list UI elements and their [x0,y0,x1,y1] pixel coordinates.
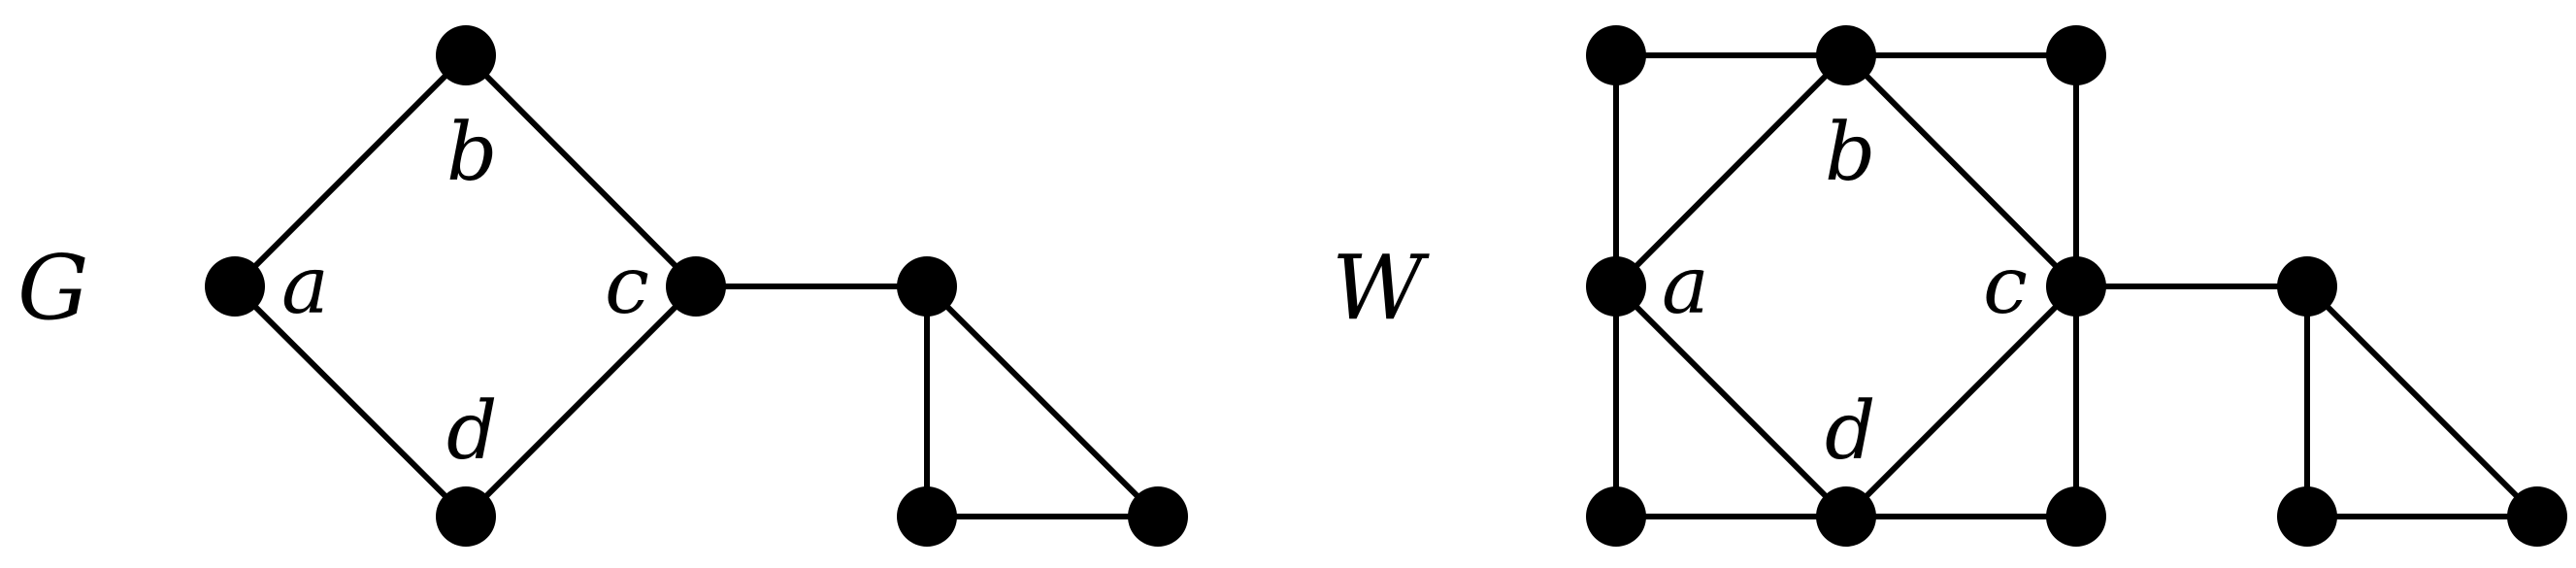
graph-w-edge-d-c [1843,284,2079,519]
graph-w: W a b c d [1332,25,2567,547]
graph-g-vertex-b [436,25,496,85]
graph-w-vertex-e [2277,256,2337,317]
graph-w-edge-a-d [1613,284,1849,519]
graph-w-vertex-a [1586,256,1646,317]
graph-w-vertex-br [2046,486,2106,547]
graph-g-edge-b-c [463,52,699,289]
graph-w-edge-b-c [1843,52,2079,289]
graph-g-edge-a-b [232,52,469,289]
graph-g-label-d: d [446,385,498,478]
graph-w-vertex-f [2277,486,2337,547]
graph-g-edges [232,52,1161,519]
graph-g-label-c: c [605,240,649,332]
graph-g-vertices [205,25,1188,547]
graph-w-edges [1613,52,2540,519]
graph-g-vertex-d [436,486,496,547]
graph-w-vertex-bl [1586,486,1646,547]
graph-w-label-c: c [1983,240,2028,332]
graph-g-edge-e-g [924,284,1161,519]
graph-w-label-b: b [1825,107,1876,199]
graph-w-title: W [1332,236,1430,340]
graph-g-vertex-f [897,486,957,547]
graph-w-edge-e-g [2304,284,2540,519]
graph-w-vertex-tr [2046,25,2106,85]
graph-g-label-b: b [446,107,498,199]
graph-g-label-a: a [281,240,329,332]
graph-g-edge-a-d [232,284,469,519]
graph-g-title: G [17,236,89,340]
graph-g-vertex-e [897,256,957,317]
graph-w-vertices [1586,25,2567,547]
graph-w-vertex-c [2046,256,2106,317]
graph-g-edge-d-c [463,284,699,519]
graph-w-vertex-b [1816,25,1876,85]
graph-w-vertex-d [1816,486,1876,547]
graph-w-vertex-g [2507,486,2567,547]
graph-g-vertex-c [666,256,726,317]
graph-w-label-d: d [1825,385,1876,478]
graph-w-vertex-tl [1586,25,1646,85]
graph-w-edge-a-b [1613,52,1849,289]
graph-g-vertex-g [1128,486,1188,547]
graph-g-vertex-a [205,256,265,317]
graph-w-label-a: a [1662,240,1709,332]
graph-g: G a b c d [17,25,1188,547]
